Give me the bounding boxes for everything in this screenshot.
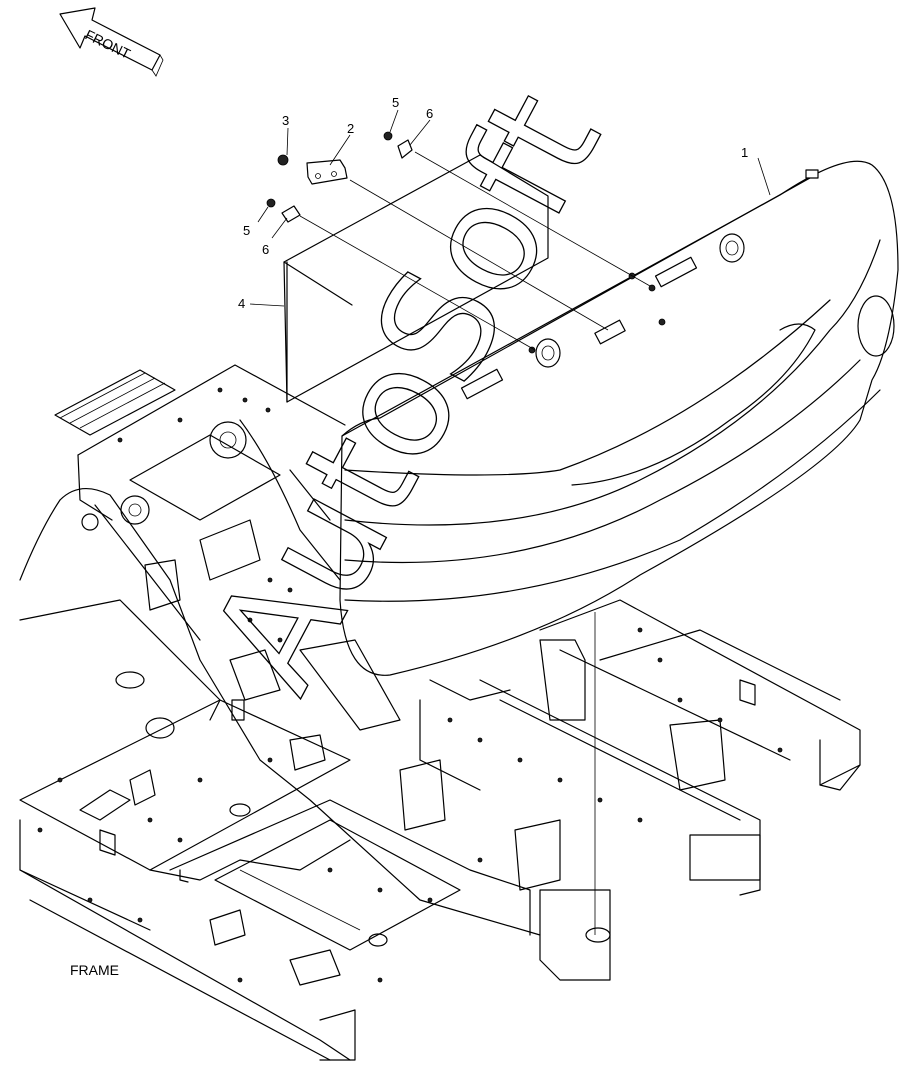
frame-label: FRAME <box>70 962 119 978</box>
callout-leaders <box>249 109 771 307</box>
frame-bolts <box>37 387 783 983</box>
counterweight <box>339 160 899 676</box>
alignment-lines <box>299 151 651 935</box>
callout-6-upper: 6 <box>426 106 433 121</box>
upper-frame <box>19 364 541 936</box>
front-arrow: FRONT <box>59 7 164 77</box>
callout-5-upper: 5 <box>392 95 399 110</box>
lower-frame <box>19 599 531 1061</box>
callout-4: 4 <box>238 296 245 311</box>
front-label: FRONT <box>83 26 134 62</box>
callout-6-lower: 6 <box>262 242 269 257</box>
callout-1: 1 <box>741 145 748 160</box>
hardware <box>266 131 413 223</box>
callouts: 1 2 3 4 5 5 6 6 <box>238 95 748 311</box>
callout-5-lower: 5 <box>243 223 250 238</box>
rear-frame-right <box>229 599 861 981</box>
callout-3: 3 <box>282 113 289 128</box>
spacer-plate <box>283 154 549 403</box>
callout-2: 2 <box>347 121 354 136</box>
